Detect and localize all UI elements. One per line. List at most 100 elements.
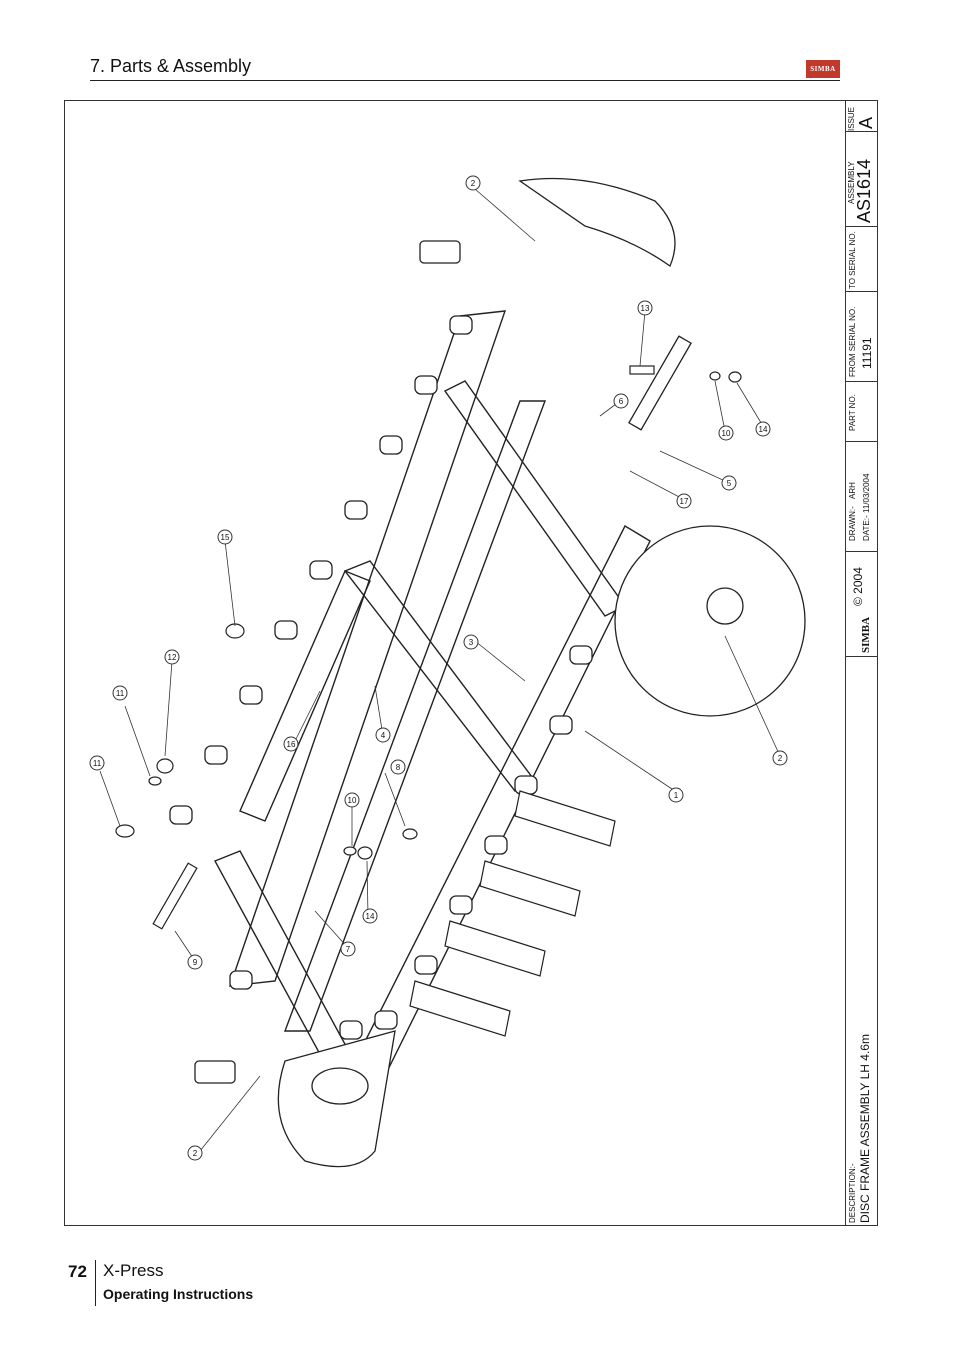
sleeve [449,315,473,335]
svg-text:10: 10 [722,429,731,438]
section-title: 7. Parts & Assembly [90,56,252,76]
back-beam [283,400,547,1032]
to-serial-label: TO SERIAL NO. [848,231,857,289]
callout-2c: 2 [187,1145,203,1161]
footer-title: X-Press [103,1261,164,1280]
disc-hub-right [706,587,744,625]
svg-text:13: 13 [641,304,650,313]
drawn-value: ARH [848,482,857,499]
bolt [152,862,198,930]
sleeve [344,500,368,520]
date-label: DATE:- [862,515,871,541]
washer [343,846,357,856]
sleeve [414,955,438,975]
simba-logo: SIMBA [806,60,840,78]
svg-text:7: 7 [346,945,351,954]
disc-blade-right [614,525,806,717]
callout-11a: 11 [112,685,128,701]
callout-14: 14 [755,421,771,437]
bearing-arm-bottom [194,1060,236,1084]
from-serial-value: 11191 [860,337,874,369]
date-value: 11/03/2004 [862,473,871,513]
callout-4: 4 [375,727,391,743]
drawing-frame [64,100,878,1226]
callout-9: 9 [187,954,203,970]
callout-10: 10 [718,425,734,441]
sleeve [449,895,473,915]
drawn-label: DRAWN:- [848,506,857,541]
cross-member-2 [343,560,537,792]
callout-17: 17 [676,493,692,509]
callout-6: 6 [613,393,629,409]
callout-15: 15 [217,529,233,545]
callout-2: 2 [465,175,481,191]
disc-blade-top [518,177,676,267]
nut [728,371,742,383]
sleeve [309,560,333,580]
svg-text:11: 11 [116,689,125,698]
callout-14b: 14 [362,908,378,924]
sleeve [239,685,263,705]
scraper [479,860,581,917]
scraper [409,980,511,1037]
part-no-label: PART NO. [848,394,857,431]
sleeve [339,1020,363,1040]
svg-text:3: 3 [469,638,474,647]
sleeve [484,835,508,855]
callout-3: 3 [463,634,479,650]
sleeve [169,805,193,825]
washer [115,824,135,838]
title-block: ISSUE A ASSEMBLY AS1614 TO SERIAL NO. FR… [845,101,878,1226]
page-number: 72 [68,1262,87,1281]
pin [629,365,655,375]
scraper [444,920,546,977]
assembly-number: AS1614 [854,158,874,223]
svg-text:14: 14 [366,912,375,921]
svg-text:17: 17 [680,497,689,506]
callout-10b: 10 [344,792,360,808]
bearing-arm-top [419,240,461,264]
svg-text:1: 1 [674,791,679,800]
svg-text:15: 15 [221,533,230,542]
sleeve [374,1010,398,1030]
callout-7: 7 [340,941,356,957]
header-rule [90,80,840,81]
svg-text:14: 14 [759,425,768,434]
svg-text:6: 6 [619,397,624,406]
nut [156,758,174,774]
sleeve [274,620,298,640]
callout-8: 8 [390,759,406,775]
sleeve [514,775,538,795]
title-block-logo: SIMBA [860,616,872,653]
callout-16: 16 [283,736,299,752]
svg-text:16: 16 [287,740,296,749]
main-beam [228,310,507,987]
svg-text:2: 2 [193,1149,198,1158]
svg-text:5: 5 [727,479,732,488]
bush [402,828,418,840]
svg-text:11: 11 [93,759,102,768]
sleeve [229,970,253,990]
svg-text:2: 2 [778,754,783,763]
callout-12: 12 [164,649,180,665]
exploded-assembly-drawing: 2 13 6 10 14 5 17 15 3 12 11 16 4 11 8 1… [89,175,806,1168]
washer [148,776,162,786]
scraper [514,790,616,847]
description-value: DISC FRAME ASSEMBLY LH 4.6m [858,1034,872,1223]
sleeve [569,645,593,665]
svg-text:10: 10 [348,796,357,805]
footer-subtitle: Operating Instructions [103,1286,254,1302]
cross-member-3 [239,570,371,822]
callout-1: 1 [668,787,684,803]
callout-5: 5 [721,475,737,491]
bush [225,623,245,639]
disc-hub-bottom [311,1067,369,1105]
washer [709,371,721,381]
sleeve [204,745,228,765]
issue-label: ISSUE [847,106,856,131]
footer-rule [95,1260,96,1306]
svg-text:8: 8 [396,763,401,772]
svg-text:9: 9 [193,958,198,967]
svg-text:4: 4 [381,731,386,740]
callout-11b: 11 [89,755,105,771]
